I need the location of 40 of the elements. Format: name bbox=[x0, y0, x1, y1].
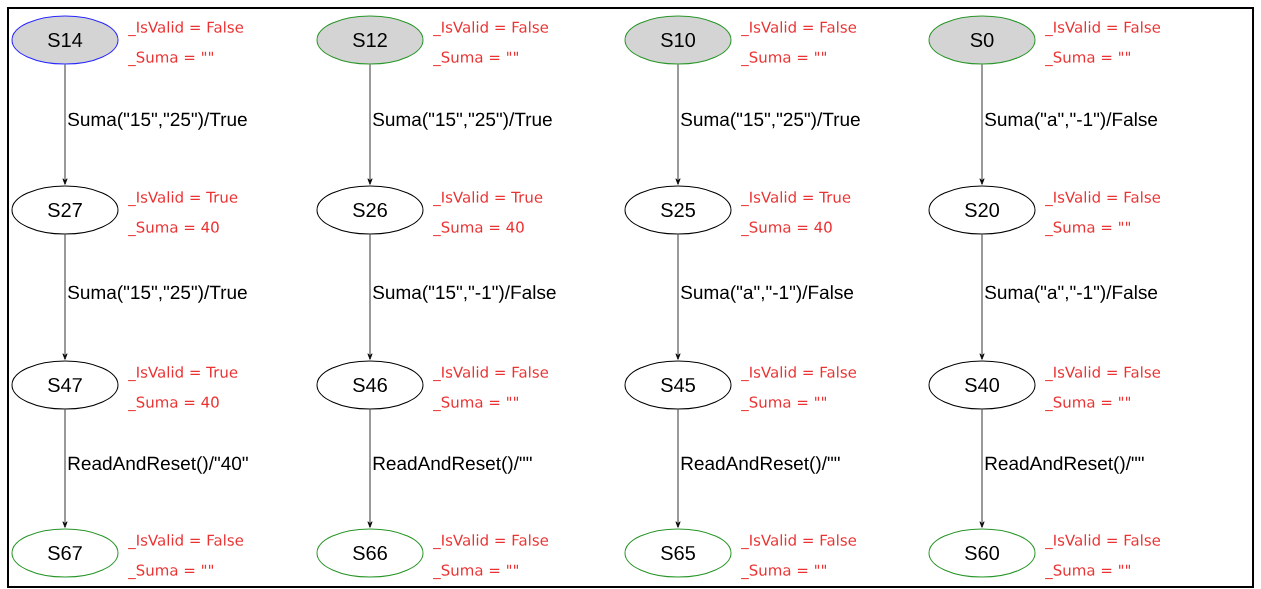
arrow bbox=[62, 234, 68, 360]
state-annotation: _IsValid = False _Suma = "" bbox=[433, 21, 549, 67]
arrow bbox=[367, 409, 373, 528]
edge-label: Suma("15","25")/True bbox=[68, 285, 247, 303]
state-annotation: _IsValid = False _Suma = "" bbox=[128, 21, 244, 67]
arrow bbox=[62, 64, 68, 185]
state-annotation: _IsValid = False _Suma = "" bbox=[433, 366, 549, 412]
arrow bbox=[675, 234, 681, 360]
edge-label: ReadAndReset()/"" bbox=[985, 456, 1144, 474]
edge-label: ReadAndReset()/"" bbox=[681, 456, 840, 474]
edge-label: Suma("15","25")/True bbox=[68, 112, 247, 130]
edge-label: Suma("a","-1")/False bbox=[681, 285, 854, 303]
arrow bbox=[675, 64, 681, 185]
state-annotation: _IsValid = False _Suma = "" bbox=[741, 366, 857, 412]
state-annotation: _IsValid = True _Suma = 40 bbox=[128, 366, 238, 412]
edge-label: ReadAndReset()/"40" bbox=[68, 456, 248, 474]
state-annotation: _IsValid = False _Suma = "" bbox=[741, 21, 857, 67]
state-annotation: _IsValid = False _Suma = "" bbox=[433, 534, 549, 580]
state-annotation: _IsValid = False _Suma = "" bbox=[1045, 191, 1161, 237]
arrow bbox=[979, 409, 985, 528]
state-annotation: _IsValid = True _Suma = 40 bbox=[128, 191, 238, 237]
state-annotation: _IsValid = True _Suma = 40 bbox=[741, 191, 851, 237]
state-annotation: _IsValid = False _Suma = "" bbox=[1045, 21, 1161, 67]
arrow bbox=[367, 234, 373, 360]
edge-label: Suma("15","-1")/False bbox=[373, 285, 556, 303]
arrow bbox=[979, 234, 985, 360]
state-annotation: _IsValid = False _Suma = "" bbox=[1045, 366, 1161, 412]
arrow bbox=[367, 64, 373, 185]
edge-label: Suma("a","-1")/False bbox=[985, 112, 1158, 130]
arrow bbox=[675, 409, 681, 528]
edge-label: Suma("15","25")/True bbox=[373, 112, 552, 130]
state-annotation: _IsValid = False _Suma = "" bbox=[1045, 534, 1161, 580]
edge-label: Suma("15","25")/True bbox=[681, 112, 860, 130]
arrow bbox=[979, 64, 985, 185]
edge-label: ReadAndReset()/"" bbox=[373, 456, 532, 474]
state-annotation: _IsValid = True _Suma = 40 bbox=[433, 191, 543, 237]
state-annotation: _IsValid = False _Suma = "" bbox=[741, 534, 857, 580]
edge-label: Suma("a","-1")/False bbox=[985, 285, 1158, 303]
state-annotation: _IsValid = False _Suma = "" bbox=[128, 534, 244, 580]
arrow bbox=[62, 409, 68, 528]
